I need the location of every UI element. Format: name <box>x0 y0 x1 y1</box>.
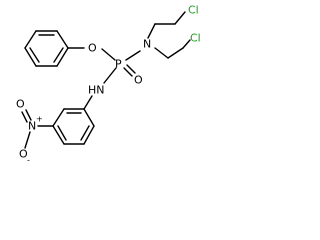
bond-nitro-o-top-a <box>25 109 32 121</box>
nitro-plus-charge: + <box>36 115 43 124</box>
nitro-oxygen-top-label: O <box>16 98 25 111</box>
bond-chloroethyl-3 <box>174 11 186 25</box>
bond-p-double-o-a <box>123 67 133 77</box>
chlorine-right-label: Cl <box>190 32 201 45</box>
nitrophenyl-ring <box>52 108 95 145</box>
ring-bond <box>56 47 69 67</box>
nitro-nitrogen-label: N <box>28 120 36 133</box>
ring-double-bond <box>57 125 67 141</box>
bond-nitro-o-top-b <box>21 111 28 123</box>
bond-chloroethyl-1 <box>147 23 156 39</box>
bond-oxygen-phosphorus <box>101 48 116 61</box>
ring-double-bond <box>80 125 90 141</box>
bond-phosphorus-nitrogen <box>125 50 141 61</box>
amine-nitrogen-label: N <box>143 38 151 51</box>
chemical-structure: O N Cl Cl P O HN N + O O - <box>16 4 201 165</box>
bond-chloroethyl-4 <box>154 47 169 59</box>
ring-bond <box>24 30 37 49</box>
bond-phosphorus-nh <box>103 67 117 84</box>
ether-oxygen-label: O <box>88 42 97 55</box>
phosphoryl-oxygen-label: O <box>134 74 143 87</box>
ring-bond <box>52 125 65 145</box>
ring-bond <box>52 108 65 127</box>
chlorine-top-label: Cl <box>188 4 199 17</box>
bond-nitro-o-bottom <box>24 131 31 149</box>
ring-bond <box>83 125 95 145</box>
ring-double-bond <box>53 47 64 63</box>
ring-bond <box>56 30 69 49</box>
bond-chloroethyl-6 <box>182 39 191 49</box>
nitro-oxygen-bottom-label: O <box>19 148 28 161</box>
bond-nh-ring <box>83 95 93 110</box>
nh-label: HN <box>88 84 105 97</box>
ring-double-bond <box>29 47 40 63</box>
phosphorus-label: P <box>115 58 122 71</box>
phenyl-ring <box>24 30 69 67</box>
ring-bond <box>83 108 95 127</box>
nitro-minus-charge: - <box>27 156 30 165</box>
bond-chloroethyl-5 <box>167 47 184 59</box>
bond-p-double-o-b <box>126 64 136 74</box>
ring-bond <box>24 47 37 67</box>
